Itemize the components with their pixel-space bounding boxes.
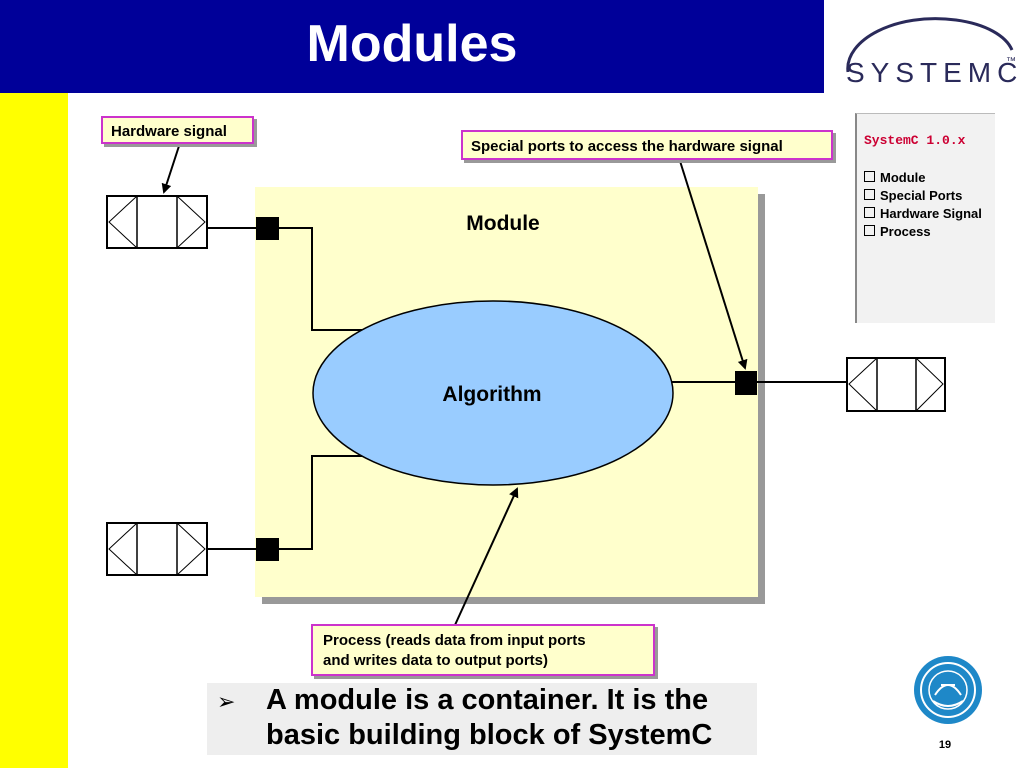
port-top-left [256,217,279,240]
title-bar [0,0,824,93]
callout-process-line1: Process (reads data from input ports [323,632,586,649]
algorithm-label: Algorithm [442,383,541,406]
bullet-line1: A module is a container. It is the [266,684,709,716]
callout-process: Process (reads data from input ports and… [311,624,655,676]
port-right [735,371,757,395]
legend-item-process: Process [864,224,931,239]
arrow-process [454,487,519,626]
checkbox-icon [864,189,875,200]
legend-panel [855,113,995,323]
module-label: Module [466,212,540,235]
wire-top-left-internal [279,227,362,331]
algorithm-ellipse [312,300,674,486]
logo-trademark: ™ [1006,56,1016,67]
slide-title: Modules [306,15,518,73]
wire-bottom-left-internal [279,455,362,550]
page-number: 19 [938,739,952,751]
callout-process-line2: and writes data to output ports) [323,652,548,669]
bullet-line2: basic building block of SystemC [266,719,713,751]
left-accent-strip [0,93,68,768]
checkbox-icon [864,207,875,218]
signal-right [846,357,946,412]
callout-special-ports: Special ports to access the hardware sig… [461,130,833,160]
callout-hardware-signal: Hardware signal [101,116,254,144]
arrow-hardware-signal [161,145,180,194]
signal-top-left [106,195,208,249]
legend-title: SystemC 1.0.x [864,133,966,148]
port-bottom-left [256,538,279,561]
checkbox-icon [864,171,875,182]
bullet-arrow-icon: ➢ [217,690,236,715]
logo-swoosh [846,17,1014,73]
bullet-box [207,683,757,755]
university-logo [913,655,983,735]
legend-item-hardware-signal: Hardware Signal [864,206,982,221]
legend-item-special-ports: Special Ports [864,188,962,203]
logo-text: SYSTEMC [846,57,1022,88]
arrow-special-ports [679,160,748,370]
bullet-text: A module is a container. It is the basic… [266,683,756,753]
systemc-logo: SYSTEMC ™ [836,10,1022,90]
signal-bottom-left [106,522,208,576]
checkbox-icon [864,225,875,236]
legend-item-module: Module [864,170,926,185]
